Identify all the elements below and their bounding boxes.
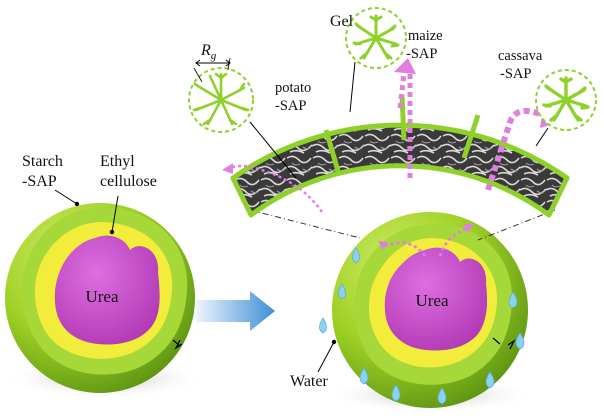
arc-divider-2 — [399, 94, 407, 141]
zoom-connector-left — [249, 209, 361, 239]
water-label: Water — [290, 373, 328, 390]
urea-label-right: Urea — [415, 291, 448, 310]
cassava-gel-network-icon — [542, 76, 590, 122]
right-capsule — [332, 212, 528, 408]
cassava-gel-circle — [535, 69, 597, 131]
cassava-label-1: cassava — [498, 48, 543, 64]
ethyl-label-1: Ethyl — [100, 153, 135, 170]
potato-label-2: -SAP — [275, 98, 306, 114]
water-drop — [508, 291, 518, 309]
water-drop — [391, 384, 401, 402]
water-drop — [515, 332, 525, 350]
water-drop — [359, 367, 369, 385]
water-drop — [338, 283, 346, 300]
diffusion-path-potato — [229, 164, 323, 213]
urea-label-left: Urea — [85, 287, 118, 306]
gel-label: Gel — [330, 13, 354, 30]
rg-dimension-arrows — [195, 59, 231, 67]
potato-gel-network-icon — [192, 72, 250, 126]
rg-guide-left — [193, 67, 203, 83]
urea-release-arrows — [384, 226, 469, 257]
left-capsule — [5, 203, 195, 393]
ethyl-leader-dot — [109, 229, 115, 235]
release-arrowhead-right — [464, 224, 474, 233]
starch-leader-dot — [74, 201, 80, 207]
ethyl-leader-line — [111, 195, 119, 233]
cassava-leader-line — [535, 127, 549, 147]
water-drop — [319, 317, 327, 334]
thickness-arrow-left — [172, 339, 183, 350]
starch-label-2: -SAP — [22, 173, 57, 190]
shell-cross-section-arc — [230, 94, 570, 218]
transition-arrow — [196, 291, 275, 331]
maize-arrowhead — [394, 58, 416, 74]
arc-divider-1 — [323, 129, 341, 172]
ethyl-label-2: cellulose — [100, 173, 157, 190]
potato-arrowhead — [222, 163, 233, 174]
starch-leader-line — [54, 189, 78, 205]
starch-label-1: Starch — [22, 153, 63, 170]
zoom-connector-right — [477, 209, 556, 241]
water-leader-line — [317, 341, 335, 373]
thickness-arrow-right — [492, 337, 516, 350]
urea-core-right — [384, 247, 488, 351]
diffusion-path-cassava — [485, 108, 550, 191]
potato-leader-line — [249, 121, 297, 179]
potato-gel-circle: Rg — [188, 42, 254, 133]
urea-core — [54, 235, 160, 345]
maize-gel-circle — [345, 7, 407, 69]
diffusion-path-maize — [397, 68, 413, 178]
maize-label-2: -SAP — [406, 46, 437, 62]
maize-label-1: maize — [408, 28, 443, 44]
water-droplets — [319, 247, 525, 405]
rg-label: Rg — [200, 42, 217, 62]
potato-label-1: potato — [275, 80, 311, 96]
arc-divider-3 — [461, 114, 481, 159]
sem-arc-band — [230, 122, 570, 218]
release-arrowhead-left — [378, 241, 388, 250]
cassava-label-2: -SAP — [500, 66, 531, 82]
water-drop — [485, 371, 495, 389]
maize-gel-network-icon — [352, 14, 400, 60]
maize-leader-line — [349, 61, 356, 113]
water-drop — [437, 387, 447, 405]
water-leader-dot — [331, 339, 337, 345]
water-drop — [352, 247, 360, 264]
